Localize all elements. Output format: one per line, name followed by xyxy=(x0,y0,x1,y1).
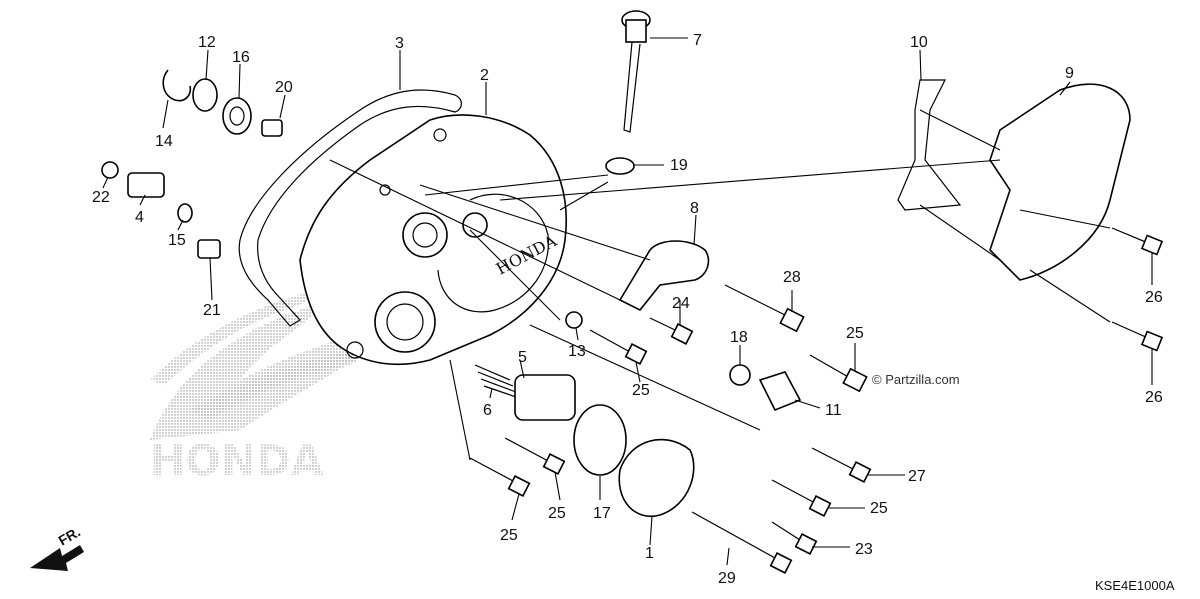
front-marker-text: FR. xyxy=(56,523,84,548)
callout-25a: 25 xyxy=(846,325,864,342)
callout-20: 20 xyxy=(275,79,293,96)
callout-19: 19 xyxy=(670,157,688,174)
callout-3: 3 xyxy=(395,35,404,52)
callout-labels: 1 2 3 4 5 6 7 8 9 10 11 12 13 14 15 16 1… xyxy=(92,32,1163,587)
callout-15: 15 xyxy=(168,232,186,249)
callout-25c: 25 xyxy=(548,505,566,522)
small-parts-left xyxy=(101,69,283,259)
o-ring-part-18 xyxy=(729,364,751,386)
dipstick-part-7 xyxy=(621,10,651,133)
gasket-part-3 xyxy=(238,89,462,327)
callout-16: 16 xyxy=(232,49,250,66)
callout-18: 18 xyxy=(730,329,748,346)
callout-25d: 25 xyxy=(500,527,518,544)
bolts xyxy=(469,227,1164,574)
leader-lines xyxy=(102,37,1153,566)
callout-10: 10 xyxy=(910,34,928,51)
callout-11: 11 xyxy=(825,402,842,419)
callout-7: 7 xyxy=(693,32,702,49)
callout-17: 17 xyxy=(593,505,611,522)
callout-4: 4 xyxy=(135,209,144,226)
callout-1: 1 xyxy=(645,545,654,562)
honda-wing-watermark: HONDA xyxy=(150,290,420,485)
callout-23: 23 xyxy=(855,541,873,558)
watermark-text: HONDA xyxy=(150,436,324,485)
callout-26b: 26 xyxy=(1145,389,1163,406)
o-ring-part-19 xyxy=(605,157,635,175)
plug-part-11 xyxy=(758,371,802,412)
callout-5: 5 xyxy=(518,349,527,366)
callout-24: 24 xyxy=(672,295,690,312)
callout-8: 8 xyxy=(690,200,699,217)
callout-2: 2 xyxy=(480,67,489,84)
callout-14: 14 xyxy=(155,133,173,150)
crankcase-cover-part-2: HONDA xyxy=(299,114,568,366)
callout-29: 29 xyxy=(718,570,736,587)
washer-part-13 xyxy=(565,311,583,329)
oil-filter-assembly xyxy=(474,364,695,518)
diagram-code: KSE4E1000A xyxy=(1095,578,1175,593)
callout-9: 9 xyxy=(1065,65,1074,82)
callout-6: 6 xyxy=(483,402,492,419)
callout-25b: 25 xyxy=(632,382,650,399)
gasket-part-10 xyxy=(897,79,962,211)
callout-25e: 25 xyxy=(870,500,888,517)
callout-13: 13 xyxy=(568,343,586,360)
copyright-text: © Partzilla.com xyxy=(872,372,960,387)
callout-26a: 26 xyxy=(1145,289,1163,306)
callout-21: 21 xyxy=(203,302,221,319)
callout-12: 12 xyxy=(198,34,216,51)
front-arrow-icon: FR. xyxy=(30,523,84,571)
bracket-part-8 xyxy=(618,240,710,312)
callout-22: 22 xyxy=(92,189,110,206)
callout-28: 28 xyxy=(783,269,801,286)
callout-27: 27 xyxy=(908,468,926,485)
sprocket-cover-part-9 xyxy=(989,83,1131,281)
